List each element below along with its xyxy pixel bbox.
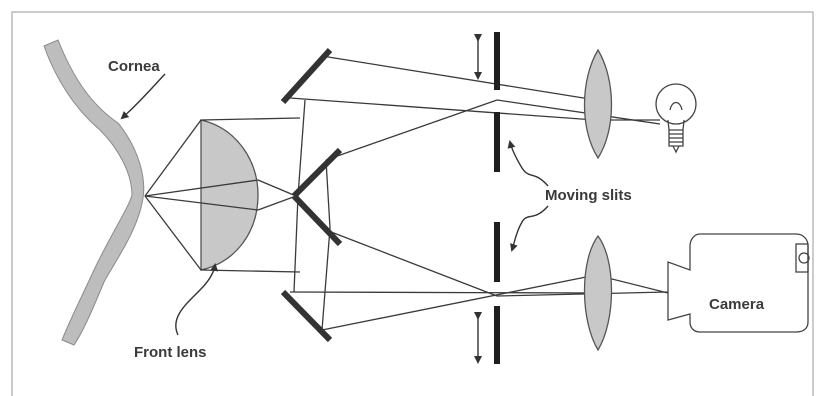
front-lens [200, 119, 259, 271]
frame-border [11, 11, 814, 396]
cornea-rays [144, 119, 259, 271]
cornea-label: Cornea [108, 58, 160, 75]
moving-slits-label: Moving slits [545, 187, 632, 204]
camera-lens [583, 234, 613, 352]
front-lens-label: Front lens [134, 344, 207, 361]
light-bulb-icon [655, 83, 697, 154]
mirror-mid-upper [291, 147, 343, 199]
mirror-bottom [280, 289, 333, 343]
camera-label: Camera [709, 296, 765, 313]
illumination-lens [583, 48, 613, 160]
leader-arrows [120, 73, 549, 336]
mirror-mid-lower [291, 193, 343, 247]
cornea-shape [43, 39, 145, 346]
beam-paths [289, 55, 669, 331]
mirrors [280, 47, 343, 343]
mirror-top [280, 47, 333, 105]
camera-icon [667, 233, 810, 333]
